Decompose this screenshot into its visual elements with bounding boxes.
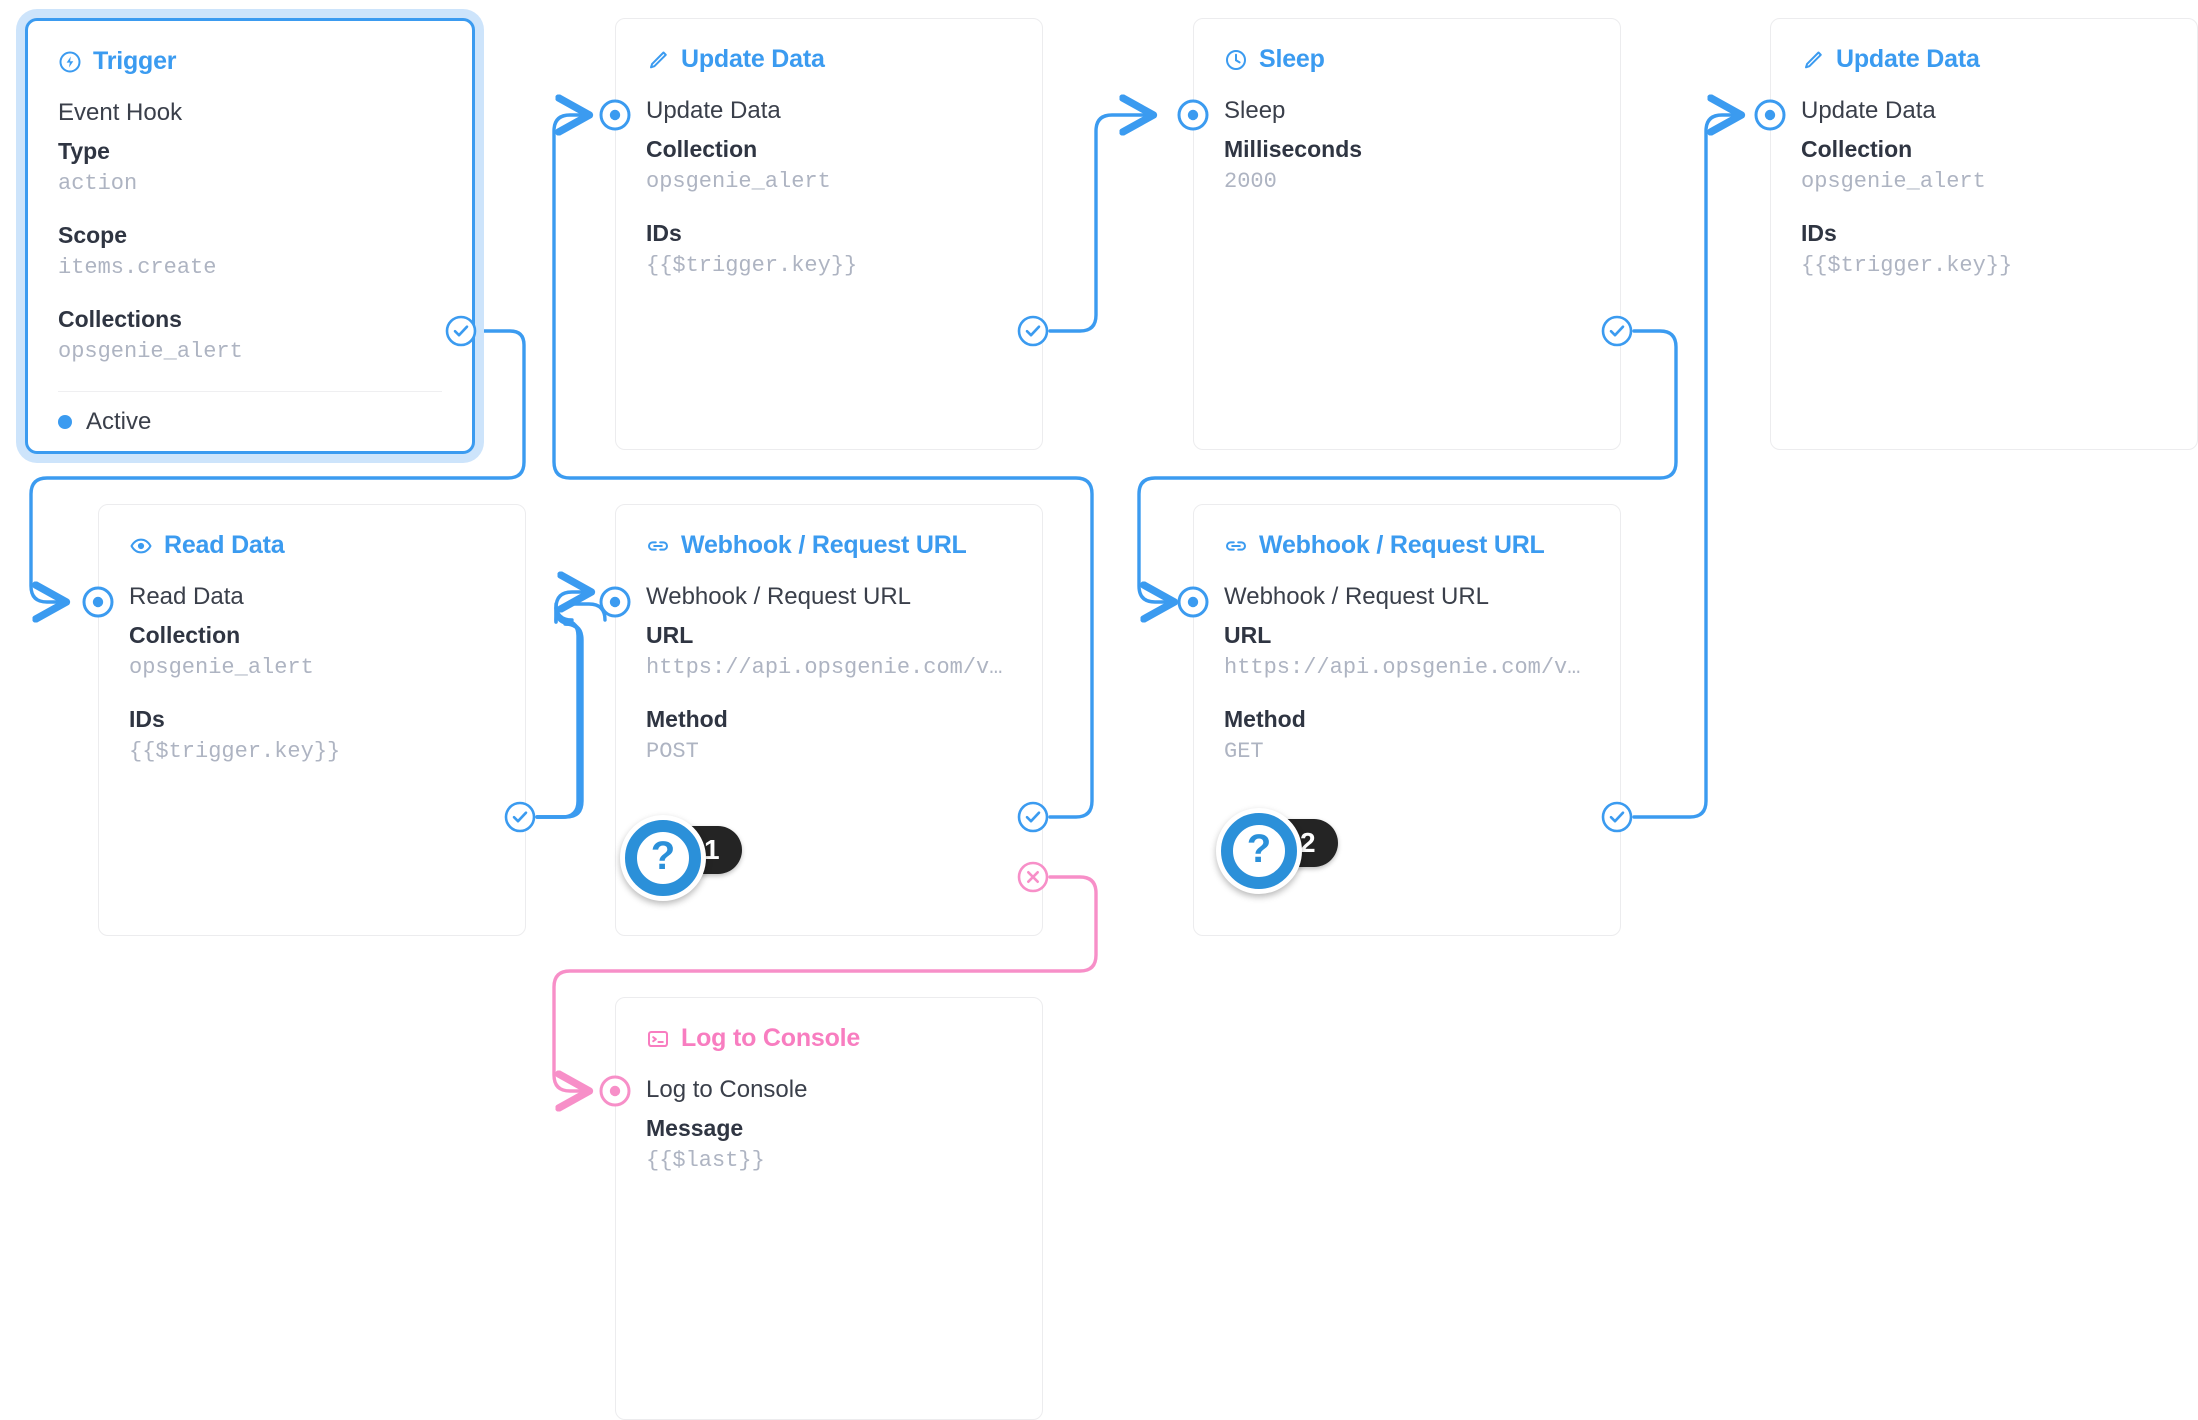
handle-resolve-sleep[interactable]	[1600, 314, 1634, 348]
node-row-name: Read Data	[129, 583, 244, 610]
field-value: items.create	[58, 255, 217, 281]
question-mark-icon[interactable]: ?	[620, 815, 706, 901]
handle-resolve-webhook-post[interactable]	[1016, 800, 1050, 834]
node-card-log-to-console[interactable]: Log to Console Log to Console Message {{…	[615, 997, 1043, 1420]
handle-input-update-data-1[interactable]	[598, 98, 632, 132]
field-label: Type	[58, 138, 110, 164]
pencil-icon	[1801, 48, 1825, 72]
node-row-name: Event Hook	[58, 99, 183, 126]
card-title-text: Trigger	[93, 47, 177, 75]
field-value: 2000	[1224, 169, 1277, 195]
node-card-trigger[interactable]: Trigger Event Hook Type action Scope ite…	[25, 18, 475, 454]
field-value: {{$trigger.key}}	[1801, 253, 2013, 279]
help-badge-1[interactable]: 1 ?	[620, 815, 742, 901]
field-value: {{$trigger.key}}	[129, 739, 341, 765]
field-label: IDs	[646, 220, 682, 247]
help-badge-symbol: ?	[1246, 827, 1272, 871]
handle-resolve-trigger[interactable]	[444, 314, 478, 348]
node-row-name: Webhook / Request URL	[646, 583, 912, 610]
node-row-name: Update Data	[1801, 97, 1936, 124]
field-label: Message	[646, 1115, 744, 1141]
field-value: opsgenie_alert	[1801, 169, 1986, 195]
field-label: Milliseconds	[1224, 136, 1363, 162]
card-title-text: Sleep	[1259, 45, 1325, 73]
field-label: IDs	[1801, 220, 1837, 247]
status-badge: Active	[86, 407, 152, 435]
field-value: {{$trigger.key}}	[646, 253, 858, 279]
card-title-log-to-console: Log to Console	[646, 1024, 1012, 1053]
card-title-text: Read Data	[164, 531, 285, 559]
field-label: IDs	[129, 706, 165, 733]
node-card-update-data-1[interactable]: Update Data Update Data Collection opsge…	[615, 18, 1043, 450]
field-value: POST	[646, 739, 699, 765]
help-badge-2[interactable]: 2 ?	[1216, 808, 1338, 894]
field-value: https://api.opsgenie.com/v…	[1224, 655, 1581, 681]
card-title-text: Update Data	[1836, 45, 1980, 73]
handle-input-webhook-get[interactable]	[1176, 585, 1210, 619]
handle-resolve-webhook-get[interactable]	[1600, 800, 1634, 834]
card-title-webhook: Webhook / Request URL	[646, 531, 1012, 560]
field-value: action	[58, 171, 138, 197]
trigger-status-footer: Active	[58, 391, 442, 451]
eye-icon	[129, 534, 153, 558]
node-card-sleep[interactable]: Sleep Sleep Milliseconds 2000	[1193, 18, 1621, 450]
node-row-name: Webhook / Request URL	[1224, 583, 1490, 610]
field-label: Collection	[646, 136, 758, 162]
handle-input-update-data-2[interactable]	[1753, 98, 1787, 132]
field-label: Collections	[58, 306, 182, 333]
card-title-update-data: Update Data	[1801, 45, 2167, 74]
handle-resolve-update-data-1[interactable]	[1016, 314, 1050, 348]
field-value: opsgenie_alert	[129, 655, 314, 681]
help-badge-symbol: ?	[650, 834, 676, 878]
card-title-text: Update Data	[681, 45, 825, 73]
field-value: opsgenie_alert	[646, 169, 831, 195]
field-label: Collection	[1801, 136, 1913, 162]
card-title-read-data: Read Data	[129, 531, 495, 560]
node-card-update-data-2[interactable]: Update Data Update Data Collection opsge…	[1770, 18, 2198, 450]
clock-icon	[1224, 48, 1248, 72]
node-row-name: Log to Console	[646, 1076, 808, 1103]
field-label: URL	[646, 622, 694, 648]
field-label: URL	[1224, 622, 1272, 648]
link-icon	[646, 534, 670, 558]
link-icon	[1224, 534, 1248, 558]
field-label: Collection	[129, 622, 241, 648]
bolt-circle-icon	[58, 50, 82, 74]
question-mark-icon[interactable]: ?	[1216, 808, 1302, 894]
field-label: Method	[1224, 706, 1306, 733]
help-badge-count: 2	[1300, 827, 1316, 858]
card-title-text: Webhook / Request URL	[681, 531, 967, 559]
handle-input-log-to-console[interactable]	[598, 1074, 632, 1108]
status-dot-icon	[58, 414, 72, 429]
terminal-icon	[646, 1027, 670, 1051]
card-title-text: Log to Console	[681, 1024, 861, 1052]
field-value: opsgenie_alert	[58, 339, 243, 365]
node-card-read-data[interactable]: Read Data Read Data Collection opsgenie_…	[98, 504, 526, 936]
node-row-name: Update Data	[646, 97, 781, 124]
card-title-webhook: Webhook / Request URL	[1224, 531, 1590, 560]
handle-input-read-data[interactable]	[81, 585, 115, 619]
handle-resolve-read-data[interactable]	[503, 800, 537, 834]
card-title-text: Webhook / Request URL	[1259, 531, 1545, 559]
field-value: GET	[1224, 739, 1264, 765]
field-label: Scope	[58, 222, 128, 249]
handle-input-webhook-post[interactable]	[598, 585, 632, 619]
field-label: Method	[646, 706, 728, 733]
help-badge-count: 1	[704, 834, 720, 865]
card-title-update-data: Update Data	[646, 45, 1012, 74]
field-value: {{$last}}	[646, 1148, 765, 1174]
card-title-sleep: Sleep	[1224, 45, 1590, 74]
field-value: https://api.opsgenie.com/v…	[646, 655, 1003, 681]
handle-input-sleep[interactable]	[1176, 98, 1210, 132]
pencil-icon	[646, 48, 670, 72]
card-title-trigger: Trigger	[58, 47, 442, 76]
node-row-name: Sleep	[1224, 97, 1286, 124]
handle-reject-webhook-post[interactable]	[1016, 860, 1050, 894]
